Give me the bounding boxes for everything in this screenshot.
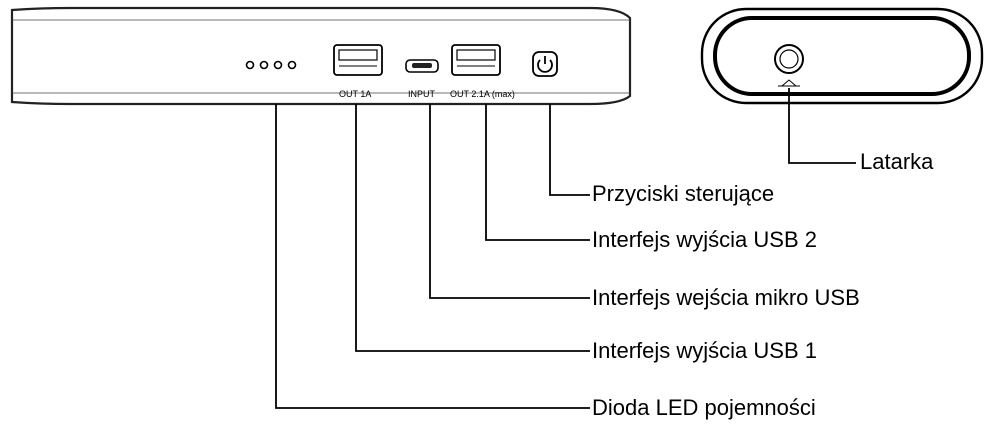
power-bank-body	[10, 6, 632, 106]
led-indicators	[245, 60, 297, 70]
leader-lines	[275, 88, 856, 409]
callout-usb-out-1: Interfejs wyjścia USB 1	[592, 338, 817, 363]
leader-usb-out-1	[355, 104, 590, 352]
port-label-out2: OUT 2.1A (max)	[450, 89, 515, 99]
leader-usb-out-2	[485, 104, 590, 241]
usb-port-1	[333, 44, 383, 76]
led-dot	[259, 60, 269, 70]
callout-led-capacity: Dioda LED pojemności	[592, 395, 816, 420]
leader-led-capacity	[275, 104, 590, 409]
micro-usb-port	[405, 59, 439, 73]
leader-flashlight	[788, 88, 856, 164]
led-dot	[245, 60, 255, 70]
callout-flashlight: Latarka	[860, 149, 934, 174]
callout-usb-out-2: Interfejs wyjścia USB 2	[592, 227, 817, 252]
port-label-out1: OUT 1A	[339, 89, 371, 99]
power-button-icon	[532, 51, 558, 77]
usb-port-2	[451, 44, 501, 76]
leader-micro-usb-in	[429, 104, 590, 299]
callout-micro-usb-in: Interfejs wejścia mikro USB	[592, 285, 860, 310]
power-bank-side-view	[700, 7, 984, 105]
callout-control-buttons: Przyciski sterujące	[592, 181, 775, 206]
led-dot	[287, 60, 297, 70]
led-dot	[273, 60, 283, 70]
leader-control-buttons	[549, 104, 590, 196]
flashlight-icon	[774, 44, 804, 87]
port-label-input: INPUT	[408, 89, 436, 99]
